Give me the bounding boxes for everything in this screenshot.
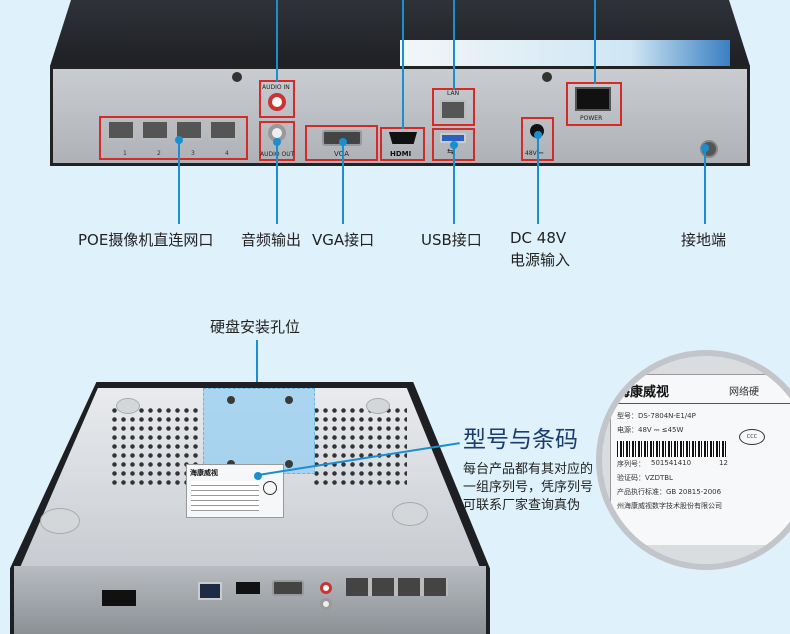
sticker-verify: 验证码：VZDTBL (617, 474, 673, 482)
port-number: 3 (191, 150, 195, 157)
callout-line (342, 142, 344, 224)
sticker-power: 电源：48V ⎓ ≤45W (617, 426, 684, 434)
poe-port-3 (175, 120, 203, 140)
audio-in-label: AUDIO IN (262, 84, 290, 91)
device-front-edge (14, 566, 486, 634)
usb-symbol-icon: ⇆ (447, 147, 454, 156)
hdmi-label: HDMI (390, 150, 412, 158)
callout-line (276, 142, 278, 224)
dc-callout-label: DC 48V (510, 229, 567, 247)
callout-line (256, 340, 258, 394)
vent-holes-right (312, 406, 407, 486)
sticker-brand-logo: 海康威视 (617, 385, 670, 400)
hdd-hole-icon (285, 396, 293, 404)
rubber-foot-icon (116, 398, 140, 414)
power-label: POWER (580, 115, 603, 122)
audio-in-jack-icon (268, 93, 286, 111)
screw-icon (542, 72, 552, 82)
small-sticker-lines (191, 481, 259, 511)
rubber-foot-icon (40, 508, 80, 534)
sticker-barcode (617, 441, 727, 457)
sticker-product-type: 网络硬 (729, 387, 759, 398)
sticker-serial-suffix: 12 (719, 459, 728, 467)
sticker-model: 型号：DS-7804N-E1/4P (617, 412, 696, 420)
callout-line (276, 0, 278, 82)
model-desc-line-1: 每台产品都有其对应的 (463, 462, 594, 477)
sticker-divider (615, 403, 790, 404)
port-number: 1 (123, 150, 127, 157)
sticker-zoom-paper: 海康威视 网络硬 型号：DS-7804N-E1/4P 电源：48V ⎓ ≤45W… (610, 374, 790, 545)
hdd-mount-label: 硬盘安装孔位 (210, 318, 301, 336)
poe-port-2 (141, 120, 169, 140)
callout-line (704, 148, 706, 224)
hdd-hole-icon (227, 396, 235, 404)
dc-label: 48V ⎓ (525, 150, 544, 157)
rubber-foot-icon (392, 502, 428, 526)
callout-line (178, 140, 180, 224)
top-sticker (400, 40, 730, 66)
small-sticker-ccc-icon (263, 481, 277, 495)
rubber-foot-icon (366, 398, 390, 414)
vga-box (305, 125, 378, 161)
hdd-mount-area (203, 388, 315, 474)
ground-callout-label: 接地端 (681, 231, 727, 249)
lan-port-icon (440, 100, 466, 120)
dc-callout-label-2: 电源输入 (510, 251, 571, 269)
hdd-hole-icon (285, 460, 293, 468)
rear-panel-photo: 1 2 3 4 AUDIO IN AUDIO OUT VGA HDMI LAN … (0, 0, 790, 175)
sticker-serial-label: 序列号： (617, 460, 645, 468)
poe-ports-bottom-icon (346, 578, 448, 596)
audio-jack-bottom-icon (320, 582, 332, 594)
callout-dot (254, 472, 262, 480)
callout-line (537, 135, 539, 224)
callout-line (594, 0, 596, 84)
vent-holes-left (110, 406, 200, 486)
callout-line (453, 145, 455, 224)
product-sticker-small: 海康威视 (186, 464, 284, 518)
hdmi-connector-icon (389, 132, 417, 144)
audio-callout-label: 音频输出 (241, 231, 302, 249)
small-sticker-brand: 海康威视 (190, 469, 218, 477)
power-switch-icon (575, 87, 611, 111)
model-barcode-title: 型号与条码 (463, 427, 578, 453)
model-desc-line-3: 可联系厂家查询真伪 (463, 498, 581, 513)
vga-callout-label: VGA接口 (312, 231, 375, 249)
sticker-manufacturer: 州海康威视数字技术股份有限公司 (617, 502, 722, 510)
poe-port-1 (107, 120, 135, 140)
screw-icon (232, 72, 242, 82)
vga-port-bottom-icon (272, 580, 304, 596)
usb-port-bottom-icon (198, 582, 222, 600)
audio-jack-bottom-icon (320, 598, 332, 610)
power-switch-bottom-icon (102, 590, 136, 606)
poe-port-4 (209, 120, 237, 140)
usb-callout-label: USB接口 (421, 231, 482, 249)
callout-line (402, 0, 404, 129)
sticker-standard: 产品执行标准：GB 20815-2006 (617, 488, 722, 496)
hdmi-port-bottom-icon (236, 582, 260, 594)
poe-port-group (99, 116, 248, 160)
sticker-zoom-circle: 海康威视 网络硬 型号：DS-7804N-E1/4P 电源：48V ⎓ ≤45W… (596, 350, 790, 570)
port-number: 2 (157, 150, 161, 157)
sticker-ccc-icon: CCC (739, 429, 765, 445)
sticker-serial: 501541410 (651, 459, 692, 467)
port-number: 4 (225, 150, 229, 157)
model-desc-line-2: 一组序列号，凭序列号 (463, 480, 594, 495)
poe-callout-label: POE摄像机直连网口 (78, 231, 214, 249)
lan-label: LAN (447, 90, 460, 97)
vga-label: VGA (334, 150, 349, 158)
callout-line (453, 0, 455, 90)
